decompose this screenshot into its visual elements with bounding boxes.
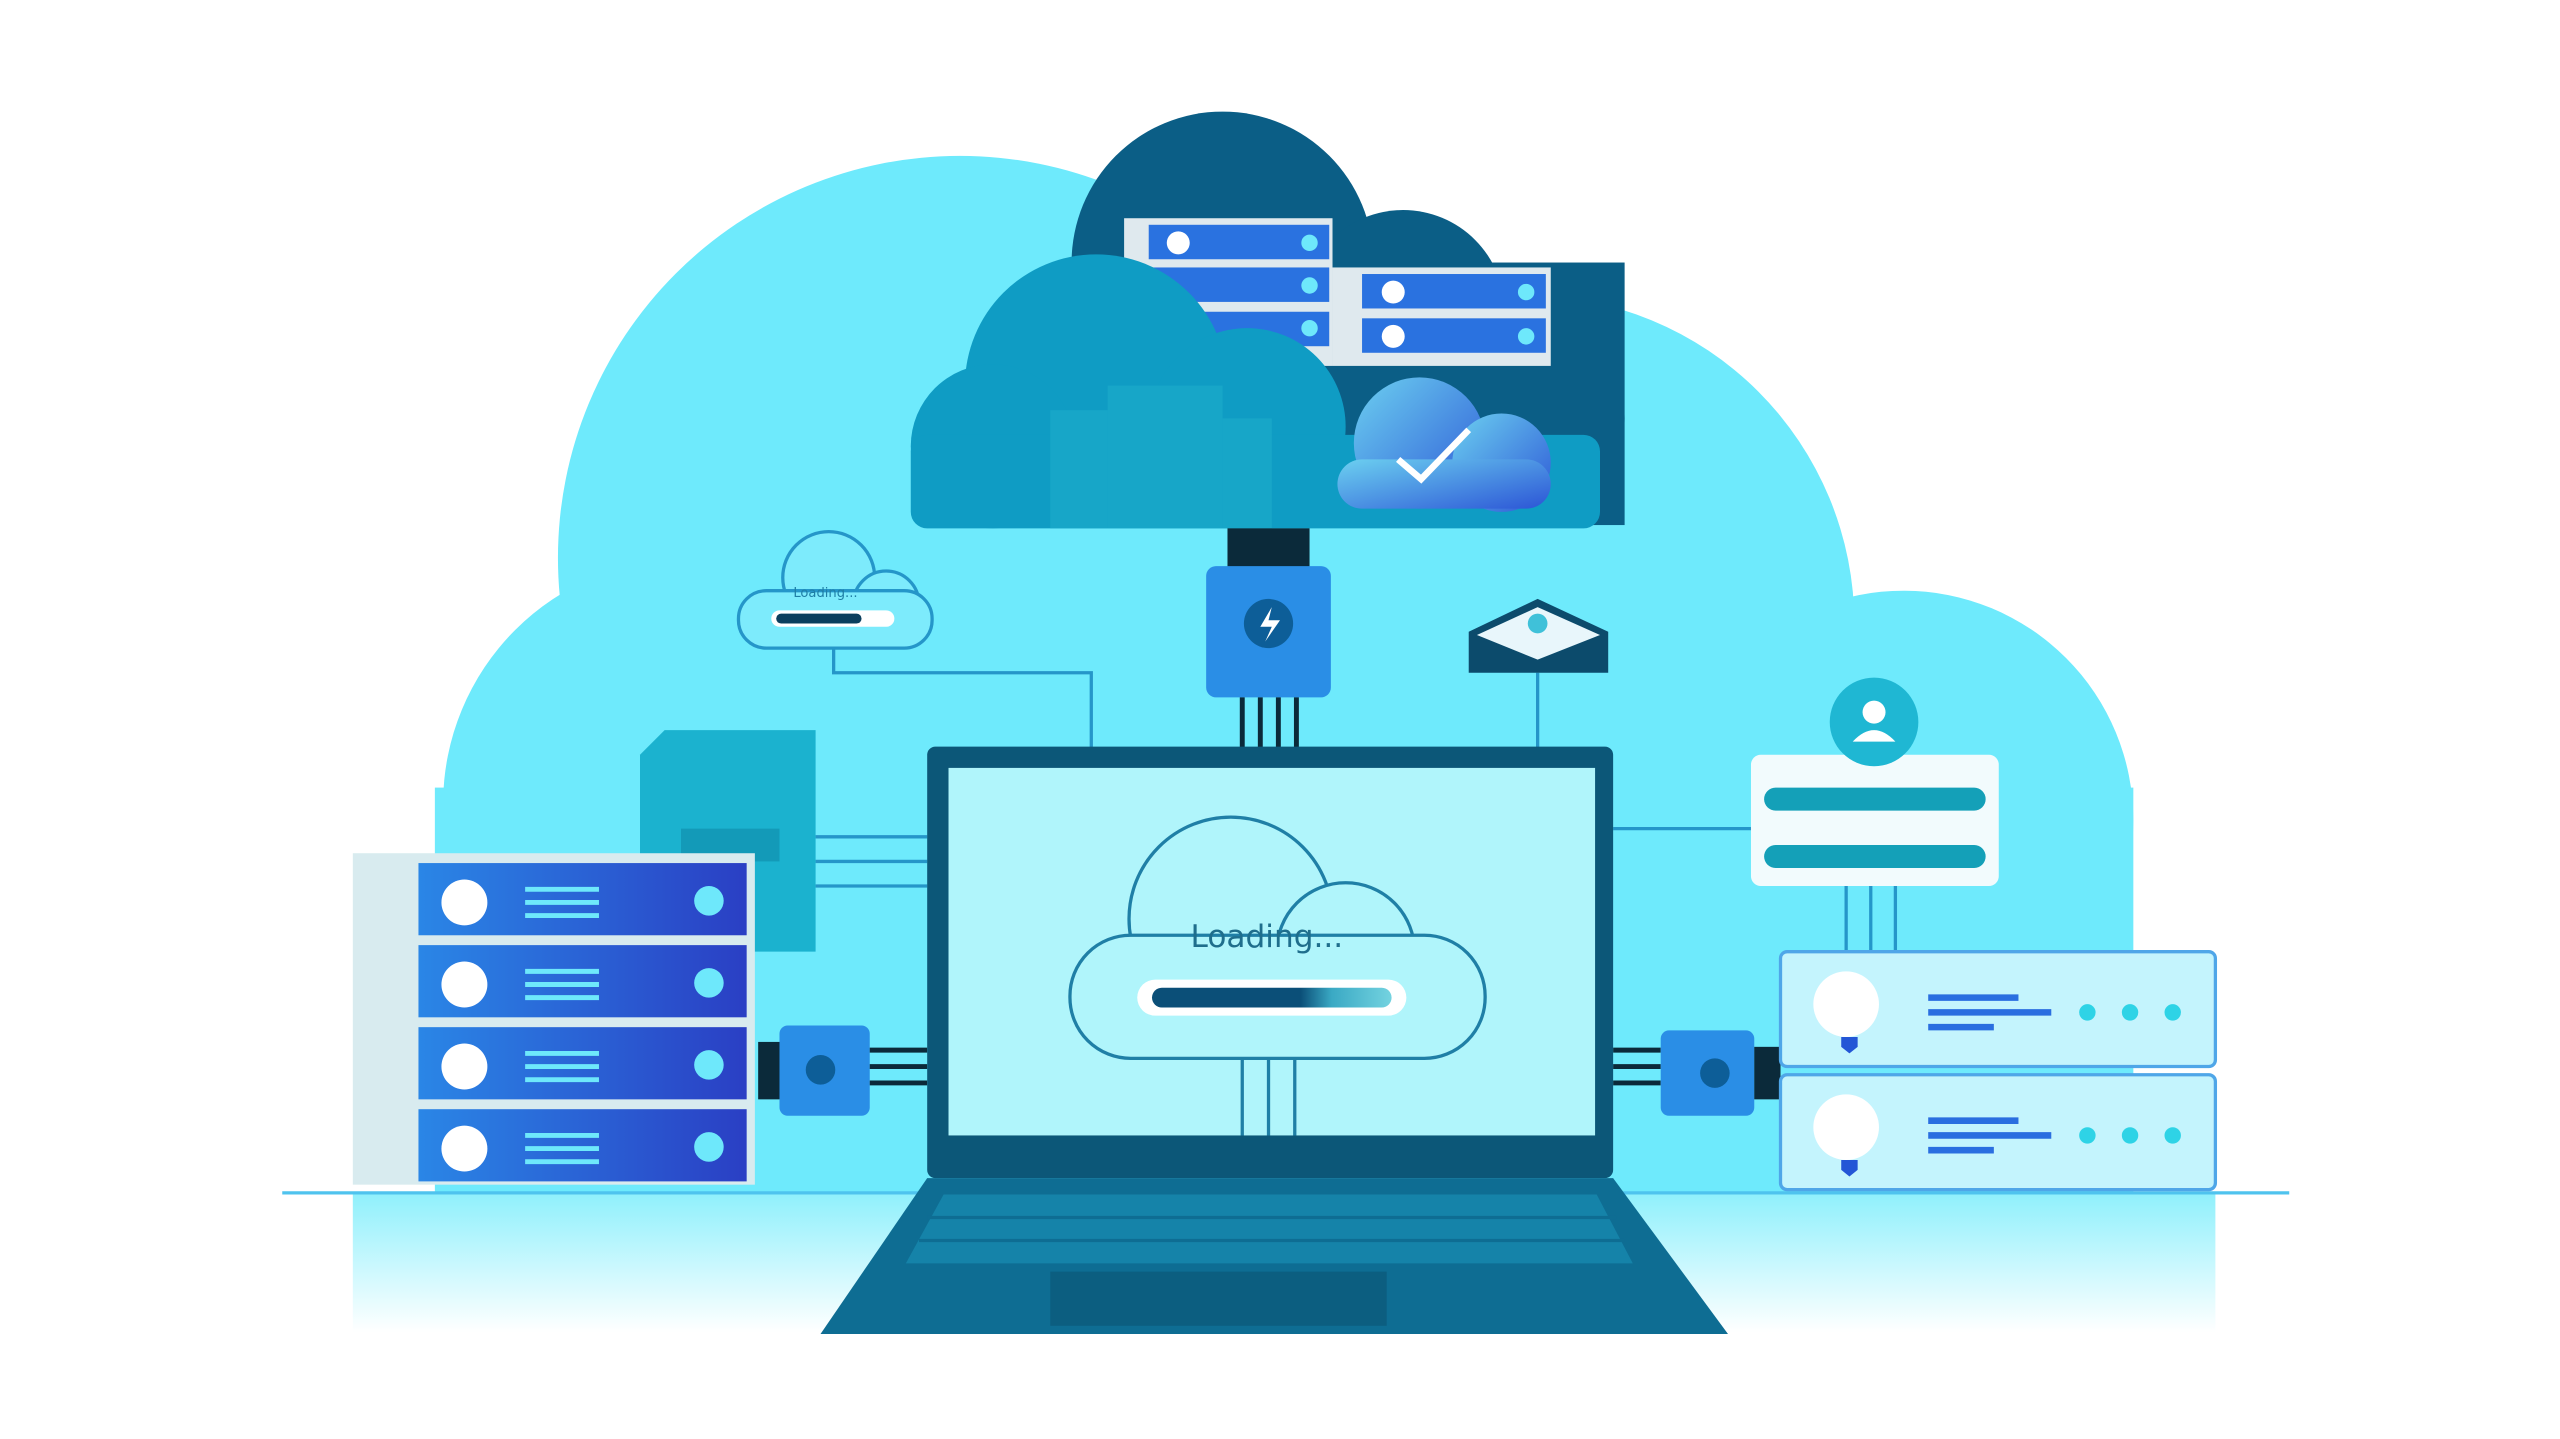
cloud-upload-icon [1166, 231, 1190, 255]
buildings [1050, 385, 1272, 529]
left-server-stack [352, 853, 755, 1185]
laptop: Loading... [820, 746, 1728, 1334]
shield-icon [1841, 1036, 1858, 1177]
small-progress-bar [776, 613, 862, 624]
touchpad [1050, 1271, 1387, 1326]
username-field [1764, 787, 1986, 811]
right-server-stack [1778, 950, 2218, 1192]
check-icon [1396, 427, 1472, 484]
loading-text: Loading... [1191, 919, 1344, 955]
network-lines [815, 648, 1898, 952]
envelope-icon [1468, 598, 1609, 673]
cloud-server-rack [1124, 218, 1551, 366]
check-cloud [1337, 377, 1551, 512]
right-connector [1613, 1030, 1781, 1116]
keyboard [905, 1194, 1633, 1264]
connector-plug [1227, 528, 1310, 572]
loading-progress-bar [1152, 987, 1392, 1008]
left-connector [758, 1025, 928, 1116]
cloud-upload-icon [441, 879, 488, 926]
login-card [1750, 677, 1999, 887]
small-loading-text: Loading... [793, 586, 857, 601]
password-field [1764, 845, 1986, 868]
small-loading-cloud: Loading... [736, 529, 934, 650]
location-pin-icon [1527, 613, 1548, 634]
